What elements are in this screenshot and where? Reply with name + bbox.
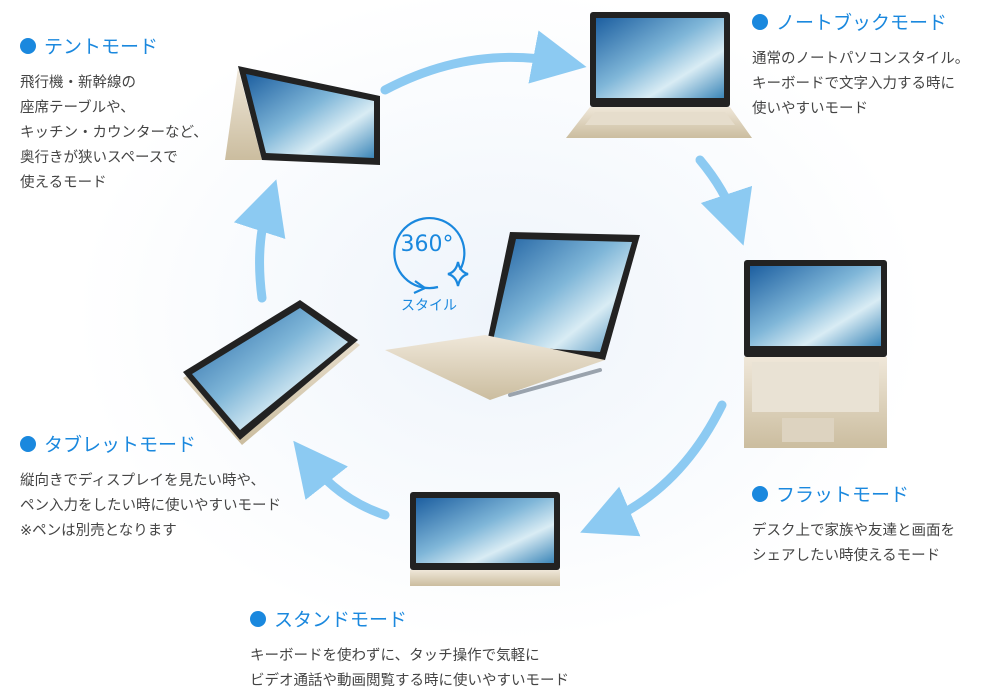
bullet-icon (752, 485, 768, 502)
mode-notebook: ノートブックモード 通常のノートパソコンスタイル。 キーボードで文字入力する時に… (752, 8, 969, 122)
mode-title: テントモード (44, 36, 159, 58)
desc-line: ※ペンは別売となります (20, 523, 177, 539)
desc-line: キーボードを使わずに、タッチ操作で気軽に (250, 648, 540, 664)
arrow-flat-to-stand (580, 400, 727, 537)
desc-line: シェアしたい時使えるモード (752, 548, 941, 564)
mode-stand: スタンドモード キーボードを使わずに、タッチ操作で気軽に ビデオ通話や動画閲覧す… (250, 605, 569, 694)
mode-title: タブレットモード (44, 434, 197, 456)
badge-number: 360° (400, 232, 454, 257)
mode-title: フラットモード (776, 484, 910, 506)
desc-line: ビデオ通話や動画閲覧する時に使いやすいモード (250, 673, 569, 689)
mode-flat: フラットモード デスク上で家族や友達と画面を シェアしたい時使えるモード (752, 480, 955, 569)
desc-line: ペン入力をしたい時に使いやすいモード (20, 498, 281, 514)
badge-label: スタイル (401, 298, 457, 314)
desc-line: 飛行機・新幹線の (20, 75, 136, 91)
laptop-flat-mode (744, 260, 887, 448)
desc-line: キーボードで文字入力する時に (752, 76, 955, 92)
mode-title: ノートブックモード (776, 12, 948, 34)
laptop-tablet-mode (183, 300, 360, 445)
bullet-icon (20, 435, 36, 452)
laptop-tent-mode (225, 66, 380, 165)
cycle-arrows (233, 30, 753, 537)
mode-tent: テントモード 飛行機・新幹線の 座席テーブルや、 キッチン・カウンターなど、 奥… (20, 32, 208, 196)
pen (508, 368, 602, 397)
arrow-tablet-to-tent (233, 179, 286, 303)
arrow-notebook-to-flat (695, 155, 753, 246)
laptop-notebook-mode (566, 12, 752, 138)
desc-line: 縦向きでディスプレイを見たい時や、 (20, 473, 266, 489)
bullet-icon (20, 37, 36, 54)
desc-line: キッチン・カウンターなど、 (20, 125, 208, 141)
desc-line: 使えるモード (20, 175, 107, 191)
desc-line: デスク上で家族や友達と画面を (752, 523, 955, 539)
arrow-tent-to-notebook (380, 30, 587, 95)
desc-line: 通常のノートパソコンスタイル。 (752, 51, 970, 67)
laptop-stand-mode (410, 492, 560, 586)
bullet-icon (250, 610, 266, 627)
desc-line: 座席テーブルや、 (20, 100, 135, 116)
desc-line: 奥行きが狭いスペースで (20, 150, 178, 166)
mode-tablet: タブレットモード 縦向きでディスプレイを見たい時や、 ペン入力をしたい時に使いや… (20, 430, 281, 544)
360-badge-icon (393, 216, 469, 295)
desc-line: 使いやすいモード (752, 101, 868, 117)
bullet-icon (752, 13, 768, 30)
arrow-stand-to-tablet (293, 440, 390, 520)
mode-title: スタンドモード (274, 609, 408, 631)
laptop-center-360 (385, 232, 640, 400)
